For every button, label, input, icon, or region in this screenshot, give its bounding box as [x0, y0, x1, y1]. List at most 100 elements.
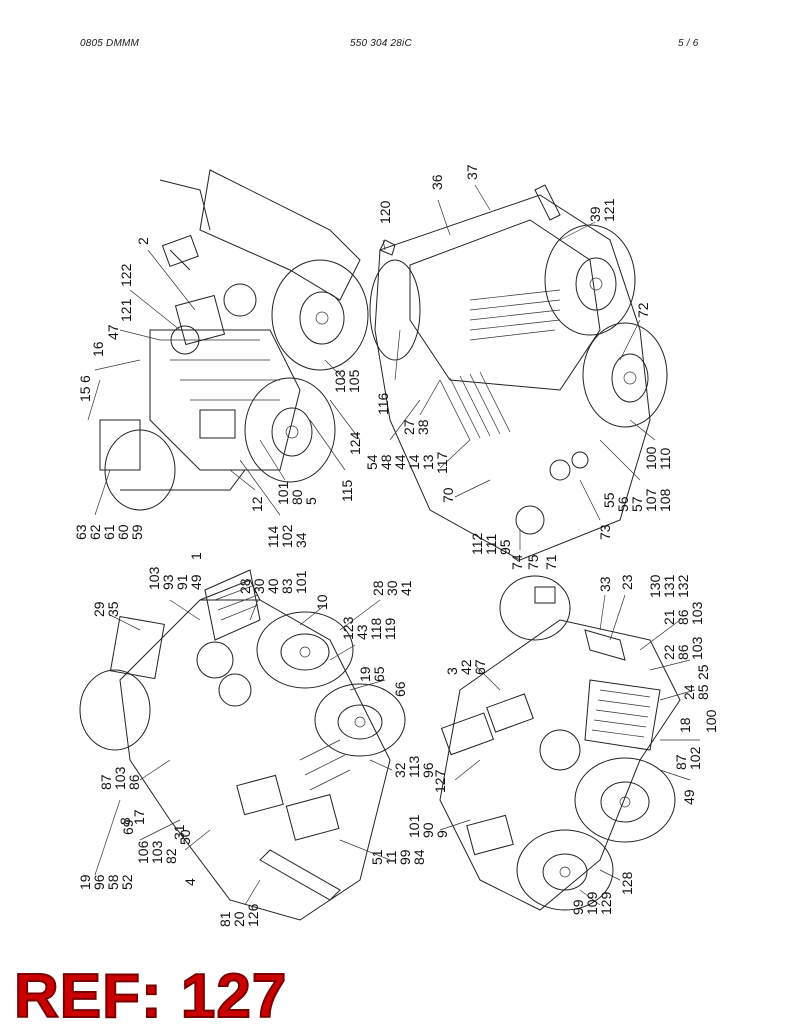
callout-number: 61: [101, 524, 117, 540]
callout-number: 18: [677, 717, 693, 733]
callout-number: 67: [472, 659, 488, 675]
callout-number: 75: [525, 554, 541, 570]
header-part-number: 550 304 28iC: [350, 38, 412, 49]
callout-number: 82: [163, 848, 179, 864]
callout-number: 69: [120, 819, 136, 835]
callout-number: 100: [703, 709, 719, 733]
callout-number: 29: [91, 601, 107, 617]
callout-number: 8: [117, 817, 133, 825]
callout-number: 121: [601, 198, 617, 222]
header-page-number: 5 / 6: [678, 38, 699, 49]
callout-number: 43: [354, 624, 370, 640]
callout-number: 56: [615, 496, 631, 512]
callout-number: 22: [661, 644, 677, 660]
callout-number: 102: [687, 746, 703, 770]
callout-number: 55: [601, 492, 617, 508]
callout-number: 3: [444, 667, 460, 675]
callout-number: 51: [369, 849, 385, 865]
callout-number: 73: [597, 524, 613, 540]
callout-number: 91: [174, 574, 190, 590]
callout-number: 30: [384, 580, 400, 596]
callout-number: 99: [570, 899, 586, 915]
callout-number: 112: [469, 532, 485, 555]
callout-number: 30: [251, 578, 267, 594]
callout-number: 10: [314, 594, 330, 610]
callout-number: 93: [160, 574, 176, 590]
callout-number: 14: [406, 454, 422, 470]
callout-number: 113: [406, 755, 422, 778]
callout-number: 101: [275, 481, 291, 505]
reference-label: REF: 127: [13, 962, 288, 1031]
callout-number: 131: [661, 574, 677, 598]
callout-number: 115: [339, 479, 355, 502]
callout-number: 121: [118, 298, 134, 322]
callout-number: 101: [293, 570, 309, 594]
callout-number: 16: [90, 341, 106, 357]
callout-number: 105: [346, 369, 362, 393]
callout-number: 54: [364, 454, 380, 470]
callout-number: 130: [647, 574, 663, 598]
callout-number: 12: [249, 496, 265, 512]
callout-number: 65: [371, 666, 387, 682]
callout-number: 57: [629, 496, 645, 512]
callout-number: 36: [429, 174, 445, 190]
callout-number: 52: [119, 874, 135, 890]
callout-number: 71: [543, 554, 559, 570]
callout-number: 103: [689, 601, 705, 625]
callout-number: 96: [91, 874, 107, 890]
callout-number: 62: [87, 524, 103, 540]
callout-number: 101: [406, 814, 422, 838]
callout-number: 116: [375, 392, 391, 415]
callout-number: 63: [73, 524, 89, 540]
callout-number: 102: [279, 524, 295, 548]
callout-number: 87: [98, 774, 114, 790]
callout-number: 28: [237, 578, 253, 594]
callout-number: 32: [392, 762, 408, 778]
callout-number: 15: [77, 386, 93, 402]
callout-number: 5: [303, 497, 319, 505]
view-top-right: [369, 184, 668, 561]
callout-number: 124: [347, 431, 363, 455]
view-bottom-left: [79, 569, 406, 921]
callout-number: 119: [382, 617, 398, 640]
callout-number: 58: [105, 874, 121, 890]
callout-number: 87: [673, 754, 689, 770]
callout-number: 21: [661, 609, 677, 625]
callout-number: 6: [77, 375, 93, 383]
callout-number: 47: [105, 324, 121, 340]
callout-number: 126: [245, 903, 261, 927]
callout-number: 66: [392, 681, 408, 697]
callout-number: 111: [483, 534, 499, 555]
callout-number: 1: [188, 552, 204, 560]
callout-number: 129: [598, 891, 614, 915]
callout-number: 44: [392, 454, 408, 470]
callout-number: 2: [135, 237, 151, 245]
callout-number: 103: [149, 840, 165, 864]
callout-number: 72: [635, 302, 651, 318]
header-document-code: 0805 DMMM: [80, 38, 140, 49]
callout-number: 118: [368, 617, 384, 640]
callout-number: 40: [265, 578, 281, 594]
callout-number: 19: [357, 666, 373, 682]
view-bottom-right: [439, 575, 700, 911]
callout-number: 109: [584, 891, 600, 915]
callout-number: 103: [146, 566, 162, 590]
callout-number: 13: [420, 454, 436, 470]
callout-number: 49: [188, 574, 204, 590]
callout-number: 128: [619, 871, 635, 895]
callout-number: 108: [657, 488, 673, 512]
callout-number: 83: [279, 578, 295, 594]
callout-number: 96: [420, 762, 436, 778]
callout-number: 48: [378, 454, 394, 470]
callout-number: 42: [458, 659, 474, 675]
callout-number: 31: [171, 824, 187, 840]
callout-number: 11: [383, 850, 399, 865]
callout-number: 9: [434, 830, 450, 838]
callout-number: 122: [118, 263, 134, 287]
callout-number: 59: [129, 524, 145, 540]
callout-number: 20: [231, 911, 247, 927]
callout-number: 4: [182, 878, 198, 886]
callout-number: 123: [340, 616, 356, 640]
callout-number: 34: [293, 532, 309, 548]
callout-number: 27: [401, 419, 417, 435]
